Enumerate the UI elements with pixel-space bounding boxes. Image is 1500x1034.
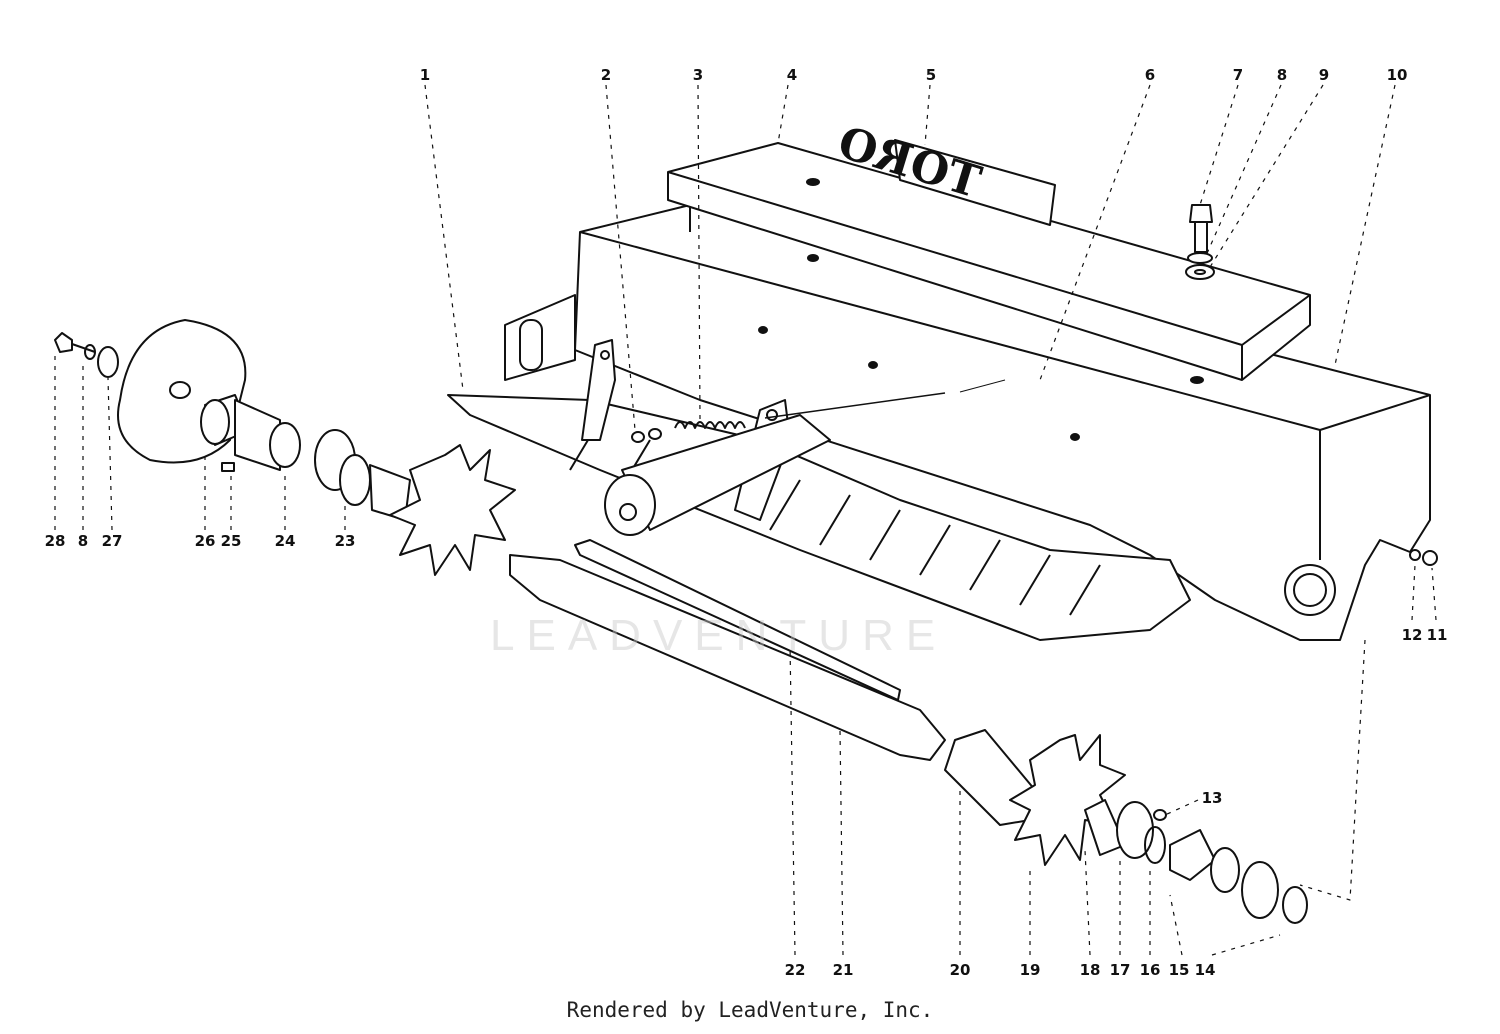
callout-label-12: 12 — [1402, 626, 1423, 644]
callout-label-8b: 8 — [78, 532, 88, 550]
main-shaft — [509, 539, 946, 761]
left-sprocket — [389, 444, 516, 576]
lock-washer — [1409, 549, 1421, 561]
footer-credit: Rendered by LeadVenture, Inc. — [566, 998, 934, 1022]
front-roller — [604, 414, 831, 536]
callout-label-10: 10 — [1387, 66, 1408, 84]
left-bearing-assembly — [54, 319, 411, 521]
callout-label-16: 16 — [1140, 961, 1161, 979]
housing — [504, 204, 1431, 641]
callout-label-2: 2 — [601, 66, 611, 84]
callout-label-11: 11 — [1427, 626, 1448, 644]
callout-label-3: 3 — [693, 66, 703, 84]
callout-label-7: 7 — [1233, 66, 1243, 84]
right-bearing-assembly — [1084, 799, 1308, 924]
callout-label-15: 15 — [1169, 961, 1190, 979]
coupler — [944, 729, 1036, 826]
leader-lines — [54, 84, 1437, 956]
callout-label-27: 27 — [102, 532, 123, 550]
watermark: LEADVENTURE — [490, 611, 947, 660]
callout-label-14: 14 — [1195, 961, 1216, 979]
brand-plate — [894, 139, 1056, 226]
callout-label-24: 24 — [275, 532, 296, 550]
callout-label-26: 26 — [195, 532, 216, 550]
callout-label-9: 9 — [1319, 66, 1329, 84]
right-sprocket — [1009, 734, 1126, 866]
callout-label-8a: 8 — [1277, 66, 1287, 84]
callout-label-19: 19 — [1020, 961, 1041, 979]
callout-label-22: 22 — [785, 961, 806, 979]
callout-label-23: 23 — [335, 532, 356, 550]
callout-label-4: 4 — [787, 66, 797, 84]
callout-label-6: 6 — [1145, 66, 1155, 84]
bolt-assembly — [1185, 204, 1215, 280]
callout-label-13: 13 — [1202, 789, 1223, 807]
callout-label-18: 18 — [1080, 961, 1101, 979]
callout-label-17: 17 — [1110, 961, 1131, 979]
spring-assembly — [631, 379, 1006, 443]
callout-label-28: 28 — [45, 532, 66, 550]
callout-label-25: 25 — [221, 532, 242, 550]
flange-nut — [1422, 550, 1438, 566]
callout-label-5: 5 — [926, 66, 936, 84]
callout-label-21: 21 — [833, 961, 854, 979]
callout-label-1: 1 — [420, 66, 430, 84]
top-plate — [667, 142, 1311, 384]
callout-label-20: 20 — [950, 961, 971, 979]
